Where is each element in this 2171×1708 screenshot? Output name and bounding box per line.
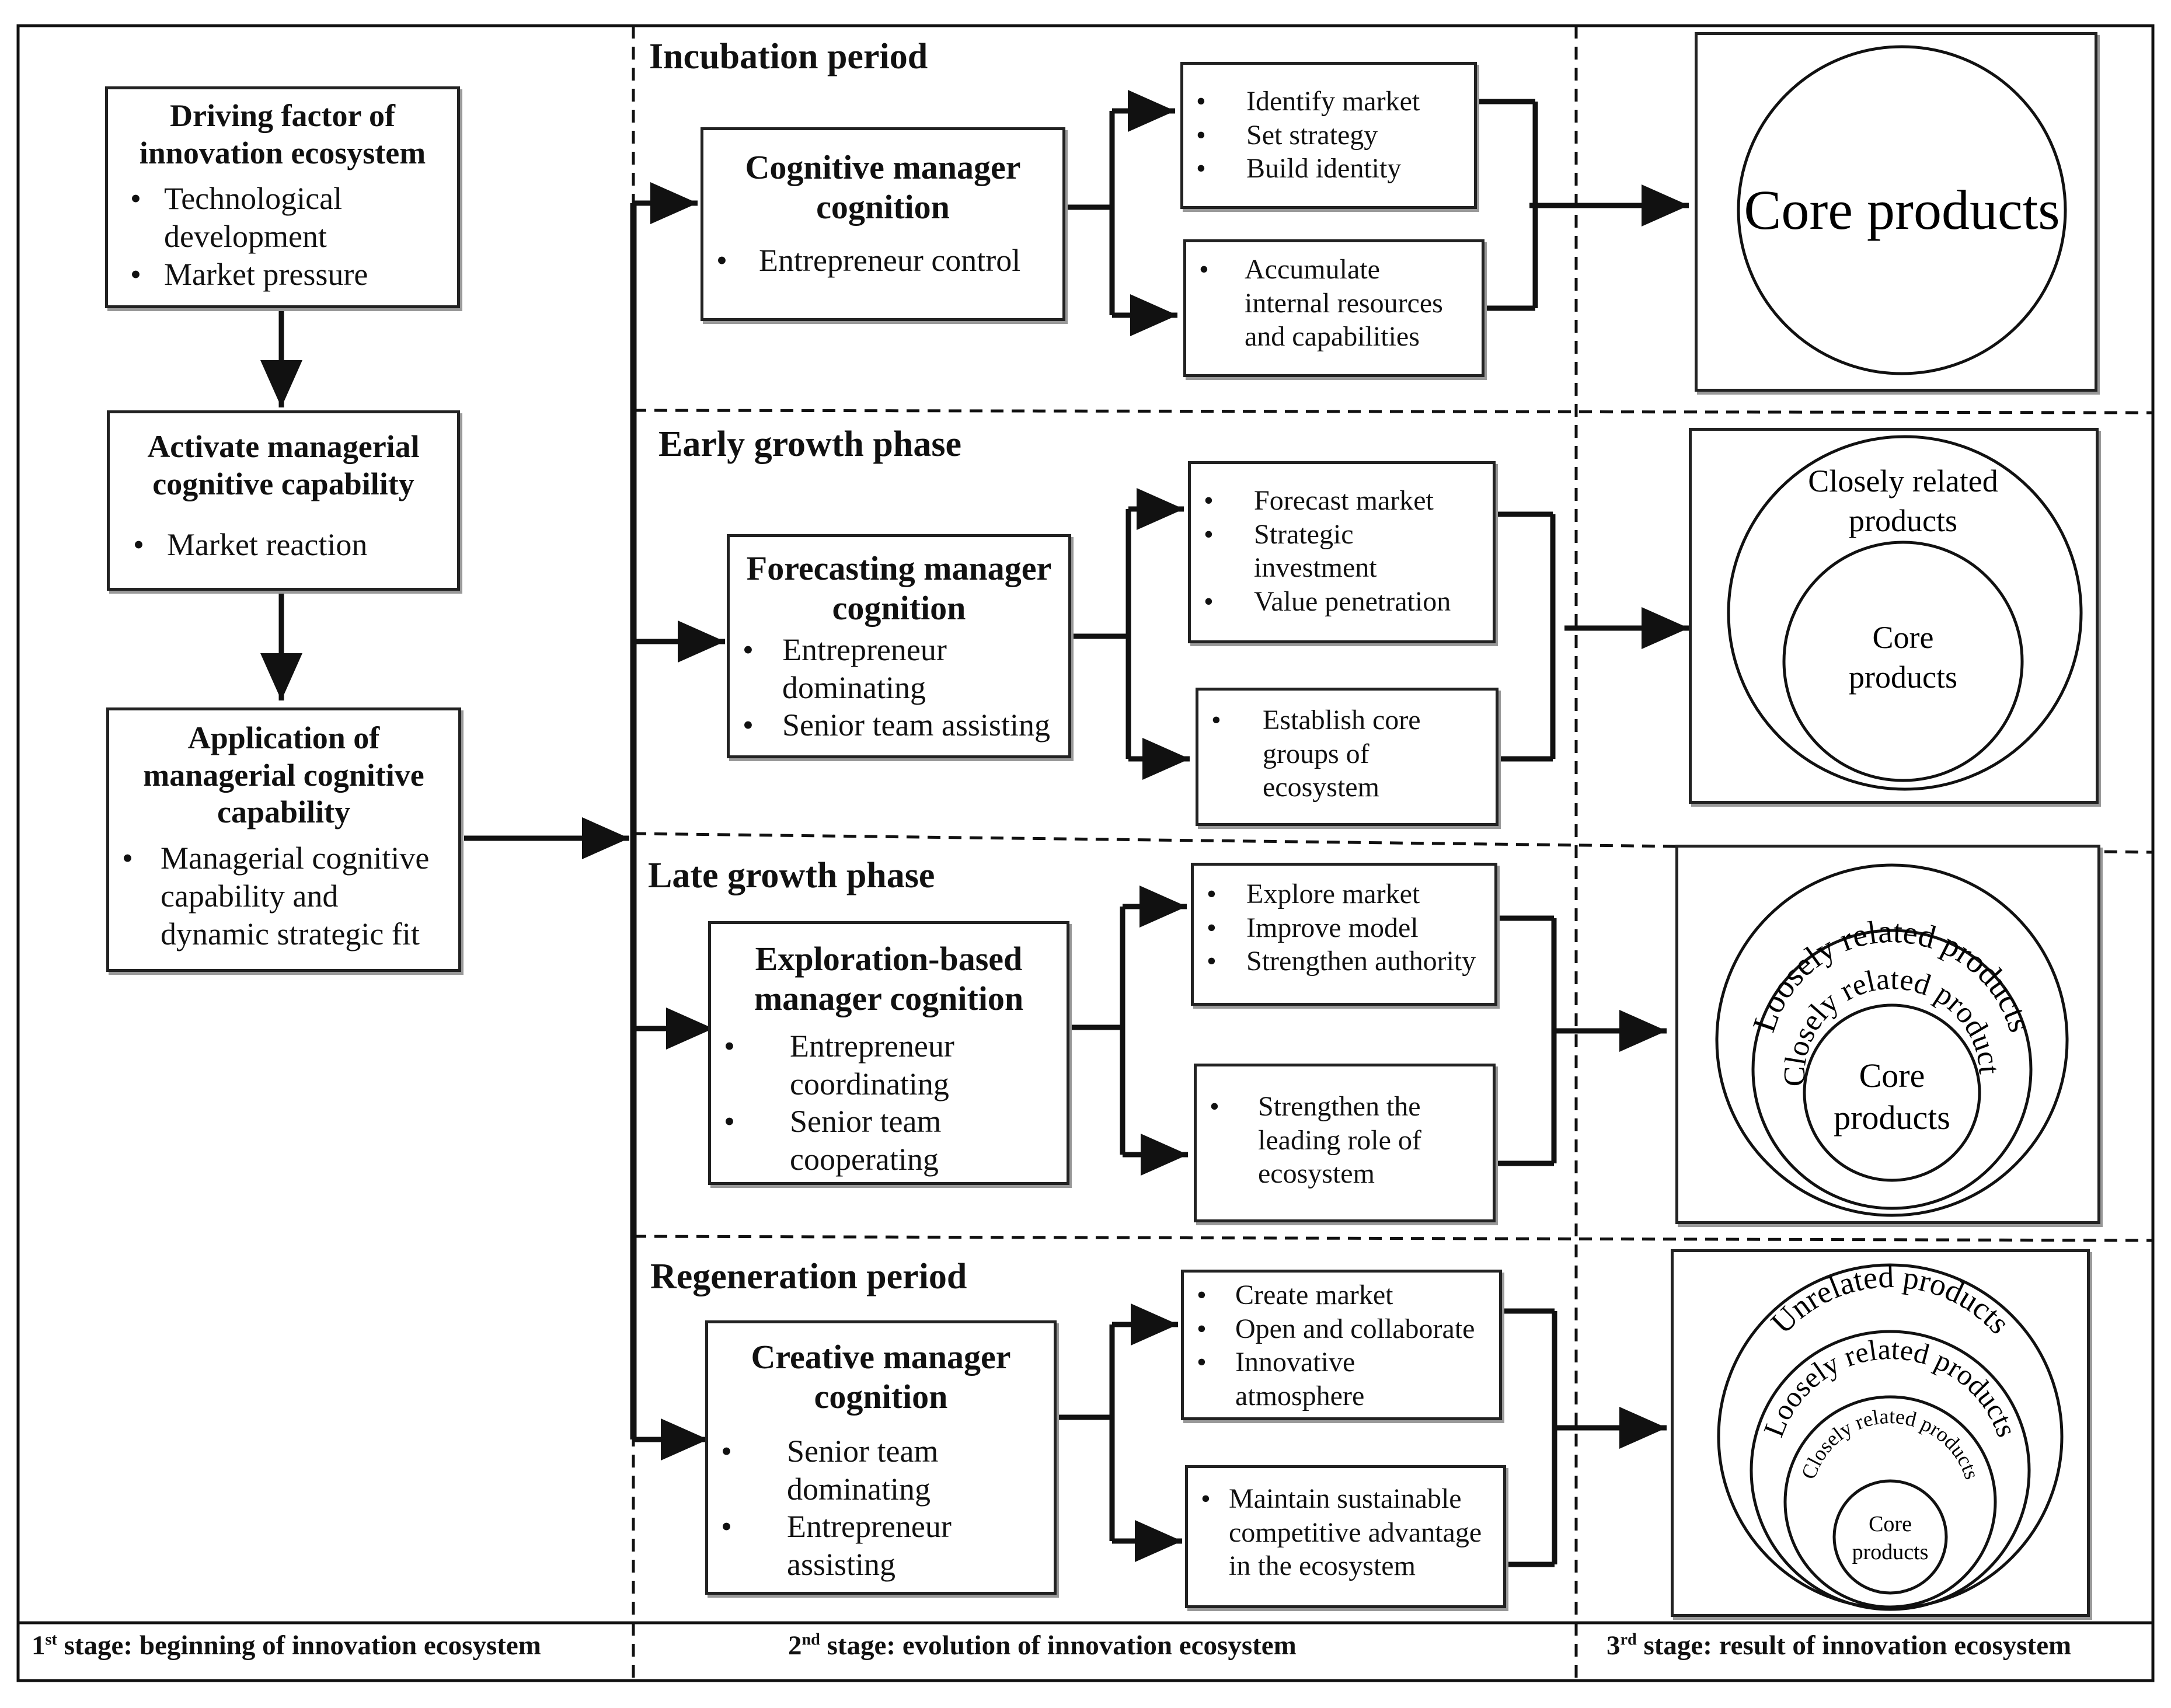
incubation-action-1: Identify market xyxy=(1183,85,1474,118)
stage2-text: stage: evolution of innovation ecosystem xyxy=(820,1630,1297,1661)
regeneration-action-1: Create market xyxy=(1184,1278,1499,1312)
exploration-manager-title: Exploration-based manager cognition xyxy=(754,940,1024,1018)
stage1-text: stage: beginning of innovation ecosystem xyxy=(57,1630,541,1661)
driving-item-2: Market pressure xyxy=(117,256,457,294)
ring-label-core-line1: Core xyxy=(1859,1057,1925,1094)
incubation-action-3: Build identity xyxy=(1183,152,1474,186)
ring-label-core-line2: products xyxy=(1834,1099,1950,1137)
early-growth-core-groups-box: Establish core groups of ecosystem xyxy=(1196,688,1499,826)
regeneration-action-2: Open and collaborate xyxy=(1184,1312,1499,1346)
application-item-1: Managerial cognitive capability and dyna… xyxy=(109,839,458,953)
forecasting-manager-title: Forecasting manager cognition xyxy=(746,549,1052,628)
stage1-num: 1 xyxy=(32,1630,46,1661)
phase-heading-regeneration: Regeneration period xyxy=(650,1257,967,1296)
incubation-resource-1: Accumulate internal resources and capabi… xyxy=(1186,253,1482,354)
driving-item-1: Technological development xyxy=(117,180,457,256)
forecasting-manager-item-1: Entrepreneur dominating xyxy=(730,631,1068,707)
result-box-late-growth: Loosely related products Closely related… xyxy=(1675,845,2100,1224)
early-growth-action-3: Value penetration xyxy=(1191,585,1493,619)
late-growth-actions-box: Explore market Improve model Strengthen … xyxy=(1191,863,1497,1006)
ring-label-core: Core products xyxy=(1744,179,2060,241)
creative-manager-title: Creative manager cognition xyxy=(751,1338,1011,1416)
activate-item-1: Market reaction xyxy=(120,526,457,564)
driving-factor-box: Driving factor of innovation ecosystem T… xyxy=(105,86,460,308)
late-growth-leading-role-item: Strengthen the leading role of ecosystem xyxy=(1197,1090,1493,1191)
stage3-num: 3 xyxy=(1607,1630,1621,1661)
activate-capability-box: Activate managerial cognitive capability… xyxy=(107,410,460,591)
creative-manager-item-2: Entrepreneur assisting xyxy=(708,1508,1054,1584)
result-box-regeneration: Unrelated products Loosely related produ… xyxy=(1671,1249,2090,1617)
exploration-manager-item-1: Entrepreneur coordinating xyxy=(711,1027,1067,1103)
regeneration-action-3: Innovative atmosphere xyxy=(1184,1346,1499,1413)
late-growth-leading-role-box: Strengthen the leading role of ecosystem xyxy=(1194,1064,1496,1222)
stage2-label: 2nd stage: evolution of innovation ecosy… xyxy=(788,1630,1297,1661)
exploration-manager-item-2: Senior team cooperating xyxy=(711,1103,1067,1179)
result-box-incubation: Core products xyxy=(1695,32,2097,392)
regeneration-actions-box: Create market Open and collaborate Innov… xyxy=(1181,1270,1502,1420)
creative-manager-box: Creative manager cognition Senior team d… xyxy=(705,1320,1057,1595)
cognitive-manager-item-1: Entrepreneur control xyxy=(703,242,1062,280)
late-growth-action-1: Explore market xyxy=(1194,877,1494,911)
result-rings-early-growth: Core products Closely related products xyxy=(1727,435,2083,791)
early-growth-action-2: Strategic investment xyxy=(1191,518,1493,585)
regeneration-advantage-box: Maintain sustainable competitive advanta… xyxy=(1185,1465,1506,1608)
stage1-sup: st xyxy=(45,1630,57,1649)
result-rings-regeneration: Unrelated products Loosely related produ… xyxy=(1717,1259,2064,1611)
phase-heading-late-growth: Late growth phase xyxy=(648,856,935,895)
cognitive-manager-box: Cognitive manager cognition Entrepreneur… xyxy=(701,127,1065,321)
late-growth-action-2: Improve model xyxy=(1194,911,1494,945)
early-growth-core-groups-item: Establish core groups of ecosystem xyxy=(1198,703,1496,804)
ring-label-closely-line1: Closely related xyxy=(1808,463,1998,499)
result-box-early-growth: Core products Closely related products xyxy=(1689,428,2099,804)
result-rings-incubation: Core products xyxy=(1737,45,2067,375)
regeneration-advantage-item: Maintain sustainable competitive advanta… xyxy=(1188,1482,1503,1583)
stage3-sup: rd xyxy=(1620,1630,1637,1649)
stage2-num: 2 xyxy=(788,1630,802,1661)
application-capability-box: Application of managerial cognitive capa… xyxy=(106,707,461,972)
phase-heading-incubation: Incubation period xyxy=(649,37,928,76)
late-growth-action-3: Strengthen authority xyxy=(1194,944,1494,978)
ring-label-unrelated: Unrelated products xyxy=(1764,1259,2017,1341)
incubation-resources-box: Accumulate internal resources and capabi… xyxy=(1183,239,1484,377)
forecasting-manager-box: Forecasting manager cognition Entreprene… xyxy=(727,534,1071,758)
phase-heading-early-growth: Early growth phase xyxy=(658,424,962,464)
early-growth-actions-box: Forecast market Strategic investment Val… xyxy=(1188,461,1496,643)
application-capability-title: Application of managerial cognitive capa… xyxy=(143,720,424,830)
result-rings-late-growth: Loosely related products Closely related… xyxy=(1678,848,2069,1217)
cognitive-manager-title: Cognitive manager cognition xyxy=(745,148,1021,226)
driving-factor-title: Driving factor of innovation ecosystem xyxy=(139,98,426,170)
ring-label-closely: Closely related products xyxy=(1797,1404,1984,1482)
incubation-action-2: Set strategy xyxy=(1183,118,1474,152)
ring-label-closely-line2: products xyxy=(1849,503,1957,538)
forecasting-manager-item-2: Senior team assisting xyxy=(730,706,1068,744)
activate-capability-title: Activate managerial cognitive capability xyxy=(147,429,420,501)
stage2-sup: nd xyxy=(802,1630,820,1649)
ring-label-core-line2: products xyxy=(1849,660,1957,695)
stage3-label: 3rd stage: result of innovation ecosyste… xyxy=(1607,1630,2071,1661)
ring-label-core-line1: Core xyxy=(1873,620,1934,655)
stage1-label: 1st stage: beginning of innovation ecosy… xyxy=(32,1630,541,1661)
ring-label-core-line2: products xyxy=(1852,1540,1929,1564)
ring-label-core-line1: Core xyxy=(1869,1512,1912,1536)
stage3-text: stage: result of innovation ecosystem xyxy=(1636,1630,2072,1661)
creative-manager-item-1: Senior team dominating xyxy=(708,1432,1054,1508)
early-growth-action-1: Forecast market xyxy=(1191,484,1493,518)
incubation-actions-box: Identify market Set strategy Build ident… xyxy=(1180,62,1477,209)
exploration-manager-box: Exploration-based manager cognition Entr… xyxy=(708,921,1069,1185)
